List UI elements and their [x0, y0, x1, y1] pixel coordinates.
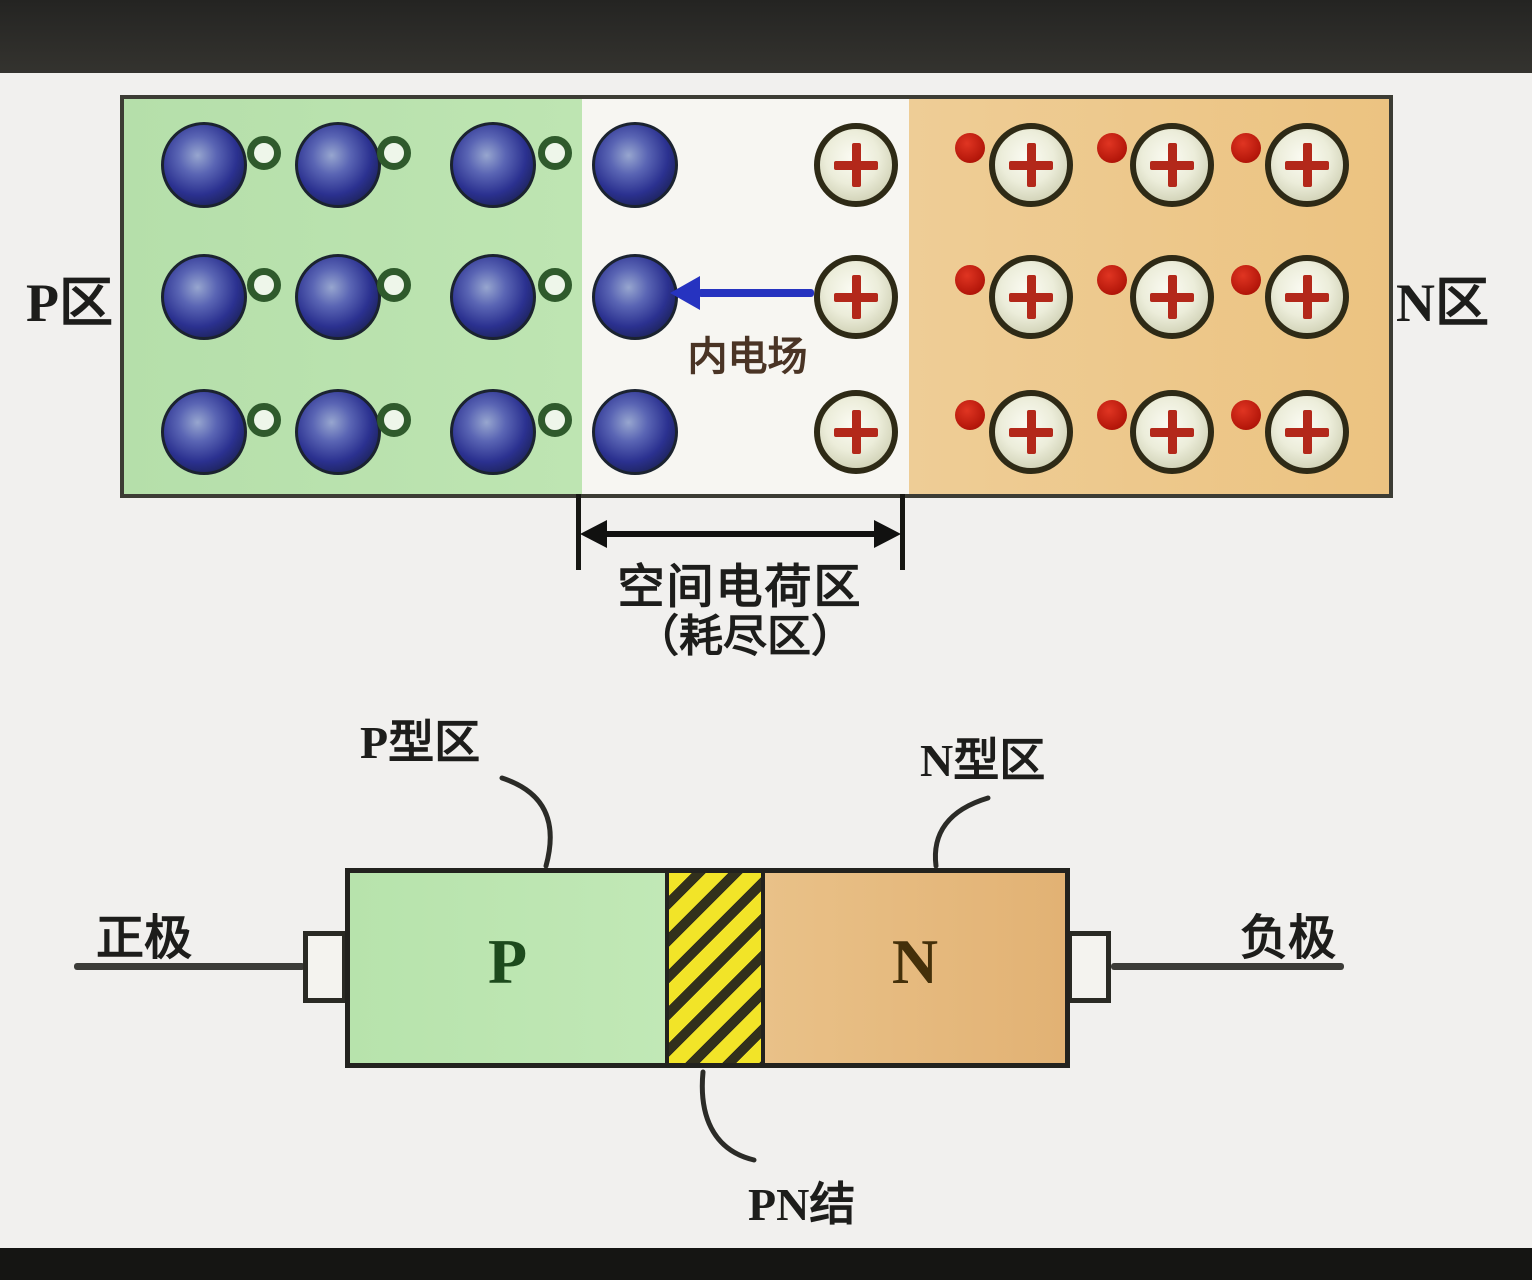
- hole-circle-icon: [377, 268, 411, 302]
- anode-lead-line: [74, 963, 305, 970]
- junction-box: [120, 95, 1393, 498]
- electron-dot-icon: [955, 400, 985, 430]
- p-type-pointer-curve: [499, 775, 553, 869]
- positive-ion-sphere-icon: [1265, 123, 1349, 207]
- pn-junction-pointer-curve: [699, 1069, 757, 1163]
- hole-circle-icon: [377, 403, 411, 437]
- p-region-label: P区: [26, 273, 113, 333]
- electron-dot-icon: [1231, 265, 1261, 295]
- letterbox-bottom: [0, 1248, 1532, 1280]
- n-block-fill: [765, 873, 1065, 1063]
- electron-dot-icon: [955, 265, 985, 295]
- positive-ion-sphere-icon: [1265, 255, 1349, 339]
- positive-ion-sphere-icon: [814, 123, 898, 207]
- electron-dot-icon: [1231, 133, 1261, 163]
- electron-sphere-icon: [450, 254, 536, 340]
- n-type-label: N型区: [920, 735, 1046, 786]
- letterbox-top: [0, 0, 1532, 73]
- electron-dot-icon: [1097, 265, 1127, 295]
- p-type-label: P型区: [360, 717, 481, 768]
- p-block-letter: P: [487, 926, 528, 997]
- positive-ion-sphere-icon: [1130, 255, 1214, 339]
- electron-dot-icon: [955, 133, 985, 163]
- dimension-arrow-line: [598, 531, 882, 537]
- positive-ion-sphere-icon: [989, 390, 1073, 474]
- electron-sphere-icon: [161, 122, 247, 208]
- dimension-bar-left: [576, 494, 581, 570]
- diode-body: P N: [345, 868, 1070, 1068]
- positive-ion-sphere-icon: [814, 390, 898, 474]
- electron-sphere-icon: [295, 389, 381, 475]
- electron-dot-icon: [1097, 400, 1127, 430]
- positive-ion-sphere-icon: [1130, 390, 1214, 474]
- positive-ion-sphere-icon: [989, 123, 1073, 207]
- hole-circle-icon: [377, 136, 411, 170]
- hole-circle-icon: [538, 403, 572, 437]
- anode-terminal: [303, 931, 347, 1003]
- electron-sphere-icon: [450, 389, 536, 475]
- pn-junction-label: PN结: [748, 1179, 856, 1230]
- hole-circle-icon: [247, 403, 281, 437]
- positive-ion-sphere-icon: [1130, 123, 1214, 207]
- electron-sphere-icon: [592, 122, 678, 208]
- dimension-arrowhead-right-icon: [874, 520, 901, 548]
- electron-sphere-icon: [161, 389, 247, 475]
- cathode-terminal: [1067, 931, 1111, 1003]
- anode-label: 正极: [96, 912, 193, 965]
- depletion-sub-label: （耗尽区）: [635, 612, 855, 661]
- hole-circle-icon: [538, 268, 572, 302]
- junction-hatched-block: [665, 873, 765, 1063]
- p-block-fill: [350, 873, 665, 1063]
- electron-sphere-icon: [295, 122, 381, 208]
- dimension-arrowhead-left-icon: [580, 520, 607, 548]
- dimension-bar-right: [900, 494, 905, 570]
- electron-sphere-icon: [295, 254, 381, 340]
- n-region-label: N区: [1396, 273, 1489, 333]
- internal-field-arrowhead-icon: [670, 276, 700, 310]
- electron-dot-icon: [1231, 400, 1261, 430]
- n-type-pointer-curve: [932, 795, 991, 869]
- positive-ion-sphere-icon: [1265, 390, 1349, 474]
- electron-sphere-icon: [161, 254, 247, 340]
- cathode-lead-line: [1111, 963, 1344, 970]
- internal-field-arrow: [698, 289, 814, 297]
- internal-field-label: 内电场: [687, 334, 808, 379]
- electron-dot-icon: [1097, 133, 1127, 163]
- n-block-letter: N: [891, 926, 939, 997]
- particles-layer: [124, 99, 1389, 494]
- positive-ion-sphere-icon: [989, 255, 1073, 339]
- hole-circle-icon: [538, 136, 572, 170]
- positive-ion-sphere-icon: [814, 255, 898, 339]
- cathode-label: 负极: [1240, 912, 1337, 965]
- hole-circle-icon: [247, 268, 281, 302]
- electron-sphere-icon: [592, 389, 678, 475]
- hole-circle-icon: [247, 136, 281, 170]
- electron-sphere-icon: [450, 122, 536, 208]
- space-charge-label: 空间电荷区: [617, 562, 863, 614]
